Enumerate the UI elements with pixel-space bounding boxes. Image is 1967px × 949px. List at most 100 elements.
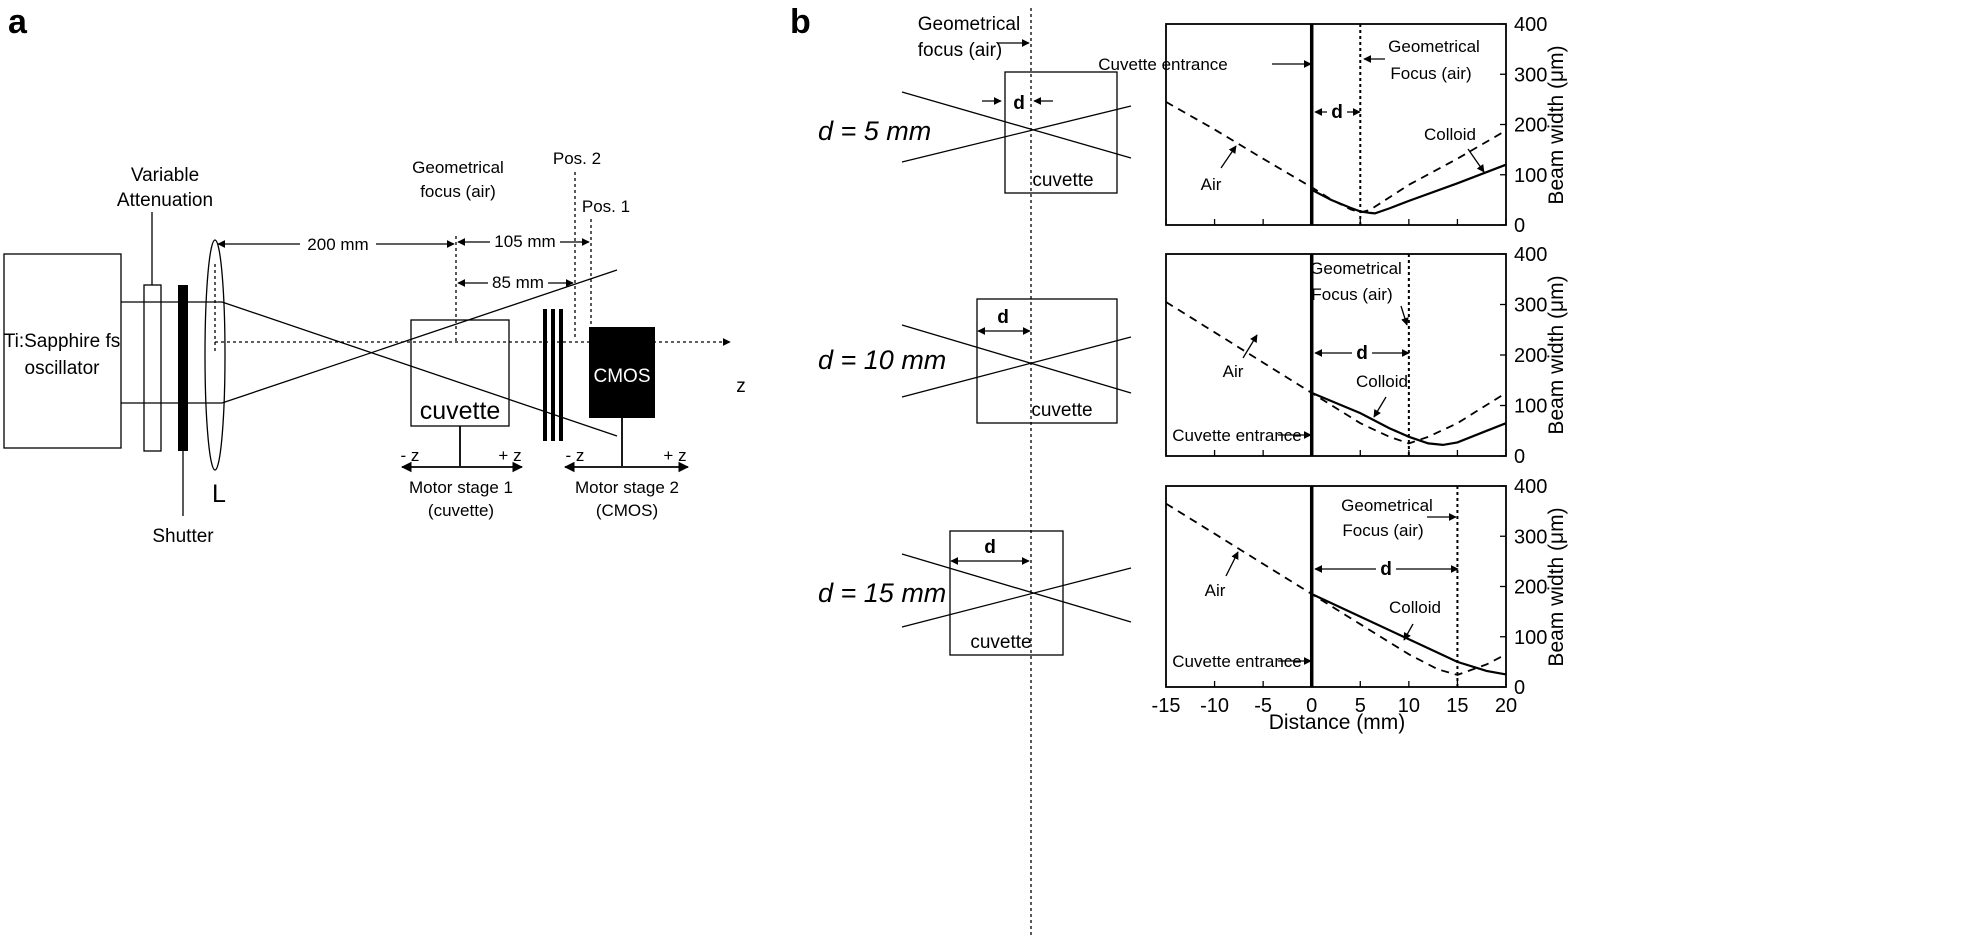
chart2-geo-label-1: Geometrical — [1310, 259, 1402, 278]
chart1-ytick-label-200: 200 — [1514, 115, 1547, 137]
panel-a-label: a — [8, 3, 28, 41]
row2-cuvette-label: cuvette — [1031, 400, 1092, 421]
lens — [204, 239, 226, 471]
oscillator-box — [3, 253, 122, 449]
chart3-d: d — [1380, 559, 1392, 580]
chart3-geo-label-1: Geometrical — [1341, 496, 1433, 515]
chart3-xtick-label-15: 15 — [1446, 695, 1468, 717]
chart3-cuvette-entrance-label: Cuvette entrance — [1172, 652, 1301, 671]
chart3-xtick-label--15: -15 — [1152, 695, 1181, 717]
chart1-geo-label-1: Geometrical — [1388, 37, 1480, 56]
chart3-y-axis-title: Beam width (μm) — [1545, 507, 1568, 666]
chart2-d: d — [1356, 343, 1368, 364]
chart1-ytick-label-400: 400 — [1514, 14, 1547, 36]
chart2-colloid-label: Colloid — [1356, 372, 1408, 391]
chart1-d: d — [1331, 102, 1343, 123]
chart3-ytick-label-200: 200 — [1514, 577, 1547, 599]
row1-cuvette — [1004, 71, 1118, 194]
chart3-xtick-label-10: 10 — [1398, 695, 1420, 717]
shutter-label: Shutter — [152, 526, 214, 547]
pos1-label: Pos. 1 — [582, 197, 630, 216]
chart2-air-series — [1165, 301, 1507, 445]
row3-d: d — [984, 537, 996, 558]
cuvette-a-label: cuvette — [420, 397, 501, 425]
x-axis-title: Distance (mm) — [1269, 711, 1406, 734]
chart1-air-series — [1165, 101, 1507, 214]
chart3-ytick-label-100: 100 — [1514, 627, 1547, 649]
distance-200mm: 200 mm — [307, 235, 368, 254]
row2-label: d = 10 mm — [818, 345, 946, 375]
chart2-colloid-series — [1311, 391, 1507, 447]
shutter — [178, 285, 188, 451]
chart3-xtick-label-0: 0 — [1306, 695, 1317, 717]
chart3-air-series — [1165, 502, 1507, 676]
chart3-colloid-series — [1311, 593, 1507, 676]
stage1-plus-z: + z — [498, 446, 521, 465]
row3-cuvette — [949, 530, 1064, 656]
chart3-air-label: Air — [1205, 581, 1226, 600]
b-geo-focus-label-2: focus (air) — [918, 40, 1002, 61]
chart2-ytick-label-100: 100 — [1514, 396, 1547, 418]
chart3-geo-label-2: Focus (air) — [1342, 521, 1423, 540]
panel-b-label: b — [790, 3, 811, 41]
filter-1 — [543, 309, 547, 441]
attenuator — [143, 284, 162, 452]
geo-focus-label-2: focus (air) — [420, 182, 496, 201]
b-geo-focus-label-1: Geometrical — [918, 14, 1020, 35]
beam-width-charts: Cuvette entrance Geometrical Focus (air)… — [1098, 14, 1568, 734]
chart1-air-label: Air — [1201, 175, 1222, 194]
distance-105mm: 105 mm — [494, 232, 555, 251]
chart1-colloid-series — [1311, 163, 1507, 215]
chart2-y-axis-title: Beam width (μm) — [1545, 275, 1568, 434]
chart1-ytick-label-0: 0 — [1514, 215, 1525, 237]
row2-cuvette — [976, 298, 1118, 424]
chart1-y-axis-title: Beam width (μm) — [1545, 45, 1568, 204]
lens-label: L — [212, 480, 226, 508]
chart3-xtick-label-20: 20 — [1495, 695, 1517, 717]
cmos-label: CMOS — [594, 366, 651, 387]
chart3-xtick-label-5: 5 — [1355, 695, 1366, 717]
panel-b-schematic: b Geometrical focus (air) d = 5 mm cuvet… — [790, 3, 1132, 938]
oscillator-label-2: oscillator — [25, 358, 101, 379]
chart1-ytick-label-300: 300 — [1514, 64, 1547, 86]
row3-cuvette-label: cuvette — [970, 632, 1031, 653]
chart2-ytick-label-200: 200 — [1514, 345, 1547, 367]
stage2-plus-z: + z — [663, 446, 686, 465]
attenuation-label-2: Attenuation — [117, 190, 213, 211]
row1-d: d — [1013, 93, 1025, 114]
stage1-label-1: Motor stage 1 — [409, 478, 513, 497]
panel-a: a Ti:Sapphire fs oscillator Variable Att… — [3, 3, 746, 547]
chart3-xtick-label--5: -5 — [1254, 695, 1272, 717]
stage2-label-1: Motor stage 2 — [575, 478, 679, 497]
row2-d: d — [997, 307, 1009, 328]
oscillator-label-1: Ti:Sapphire fs — [4, 331, 121, 352]
chart3-ytick-label-300: 300 — [1514, 526, 1547, 548]
chart1-ytick-label-100: 100 — [1514, 165, 1547, 187]
chart1-geo-label-2: Focus (air) — [1390, 64, 1471, 83]
stage2-label-2: (CMOS) — [596, 501, 658, 520]
chart2-ytick-label-0: 0 — [1514, 446, 1525, 468]
chart3-colloid-label: Colloid — [1389, 598, 1441, 617]
chart1-cuvette-entrance-label: Cuvette entrance — [1098, 55, 1227, 74]
stage1-minus-z: - z — [401, 446, 420, 465]
chart2-ytick-label-400: 400 — [1514, 244, 1547, 266]
chart2-ytick-label-300: 300 — [1514, 295, 1547, 317]
stage1-label-2: (cuvette) — [428, 501, 494, 520]
chart3-ytick-label-400: 400 — [1514, 476, 1547, 498]
row1-label: d = 5 mm — [818, 116, 931, 146]
chart2-cuvette-entrance-label: Cuvette entrance — [1172, 426, 1301, 445]
stage2-minus-z: - z — [566, 446, 585, 465]
chart2-geo-label-2: Focus (air) — [1311, 285, 1392, 304]
pos2-label: Pos. 2 — [553, 149, 601, 168]
chart2-air-label: Air — [1223, 362, 1244, 381]
chart3-ytick-label-0: 0 — [1514, 677, 1525, 699]
row1-cuvette-label: cuvette — [1032, 170, 1093, 191]
row3-label: d = 15 mm — [818, 578, 946, 608]
distance-85mm: 85 mm — [492, 273, 544, 292]
cmos-sensor — [589, 327, 655, 418]
chart3-xtick-label--10: -10 — [1200, 695, 1229, 717]
attenuation-label-1: Variable — [131, 165, 199, 186]
filter-3 — [559, 309, 563, 441]
z-axis-label: z — [736, 376, 746, 397]
